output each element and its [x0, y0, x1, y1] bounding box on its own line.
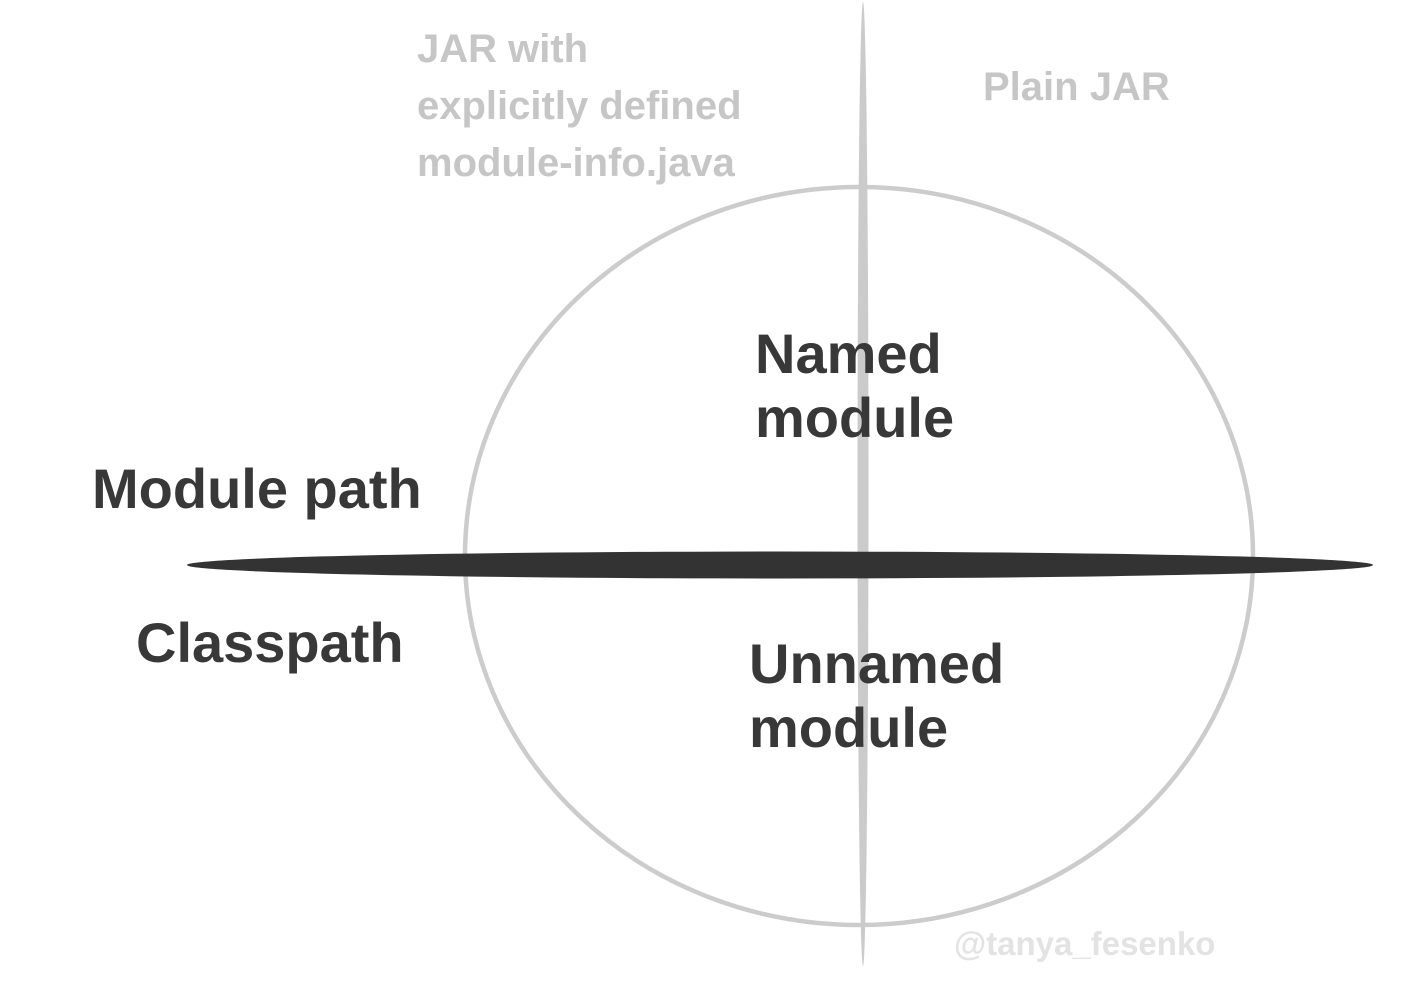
jar-with-module-info-line2: explicitly defined — [417, 84, 742, 128]
jar-with-module-info-line3: module-info.java — [417, 141, 735, 185]
plain-jar-label: Plain JAR — [983, 65, 1170, 109]
vertical-divider-line — [857, 2, 869, 966]
named-module-line2: module — [755, 386, 955, 449]
named-module-line1: Named — [755, 322, 942, 385]
module-path-label: Module path — [92, 457, 422, 520]
unnamed-module-line1: Unnamed — [749, 632, 1005, 695]
jar-with-module-info-line1: JAR with — [417, 27, 589, 71]
horizontal-divider-line — [187, 551, 1373, 579]
unnamed-module-line2: module — [749, 696, 949, 759]
named-module-label: Named module — [755, 322, 954, 450]
classpath-label: Classpath — [136, 611, 404, 674]
unnamed-module-label: Unnamed module — [749, 632, 1004, 760]
watermark: @tanya_fesenko — [954, 925, 1216, 962]
jar-with-module-info-label: JAR with explicitly defined module-info.… — [417, 21, 742, 192]
